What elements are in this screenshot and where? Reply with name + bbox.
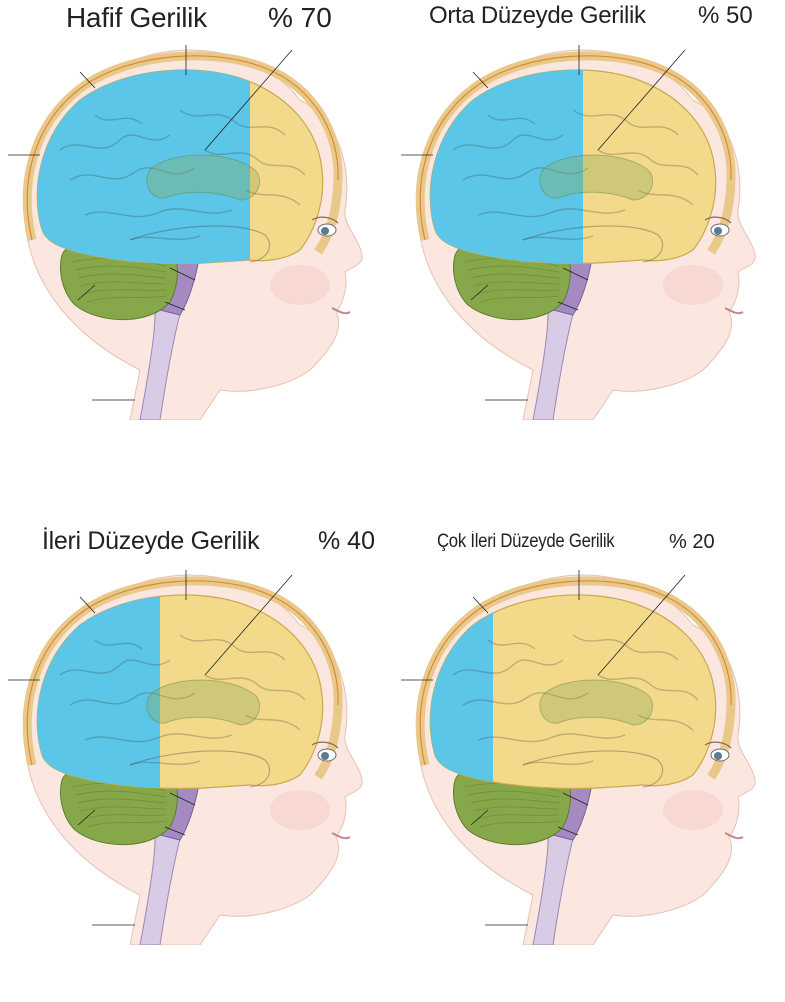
brain-illustration xyxy=(0,40,392,420)
panel-percent: % 40 xyxy=(318,527,375,556)
brain-illustration xyxy=(393,565,785,945)
iris xyxy=(321,227,329,235)
panel-very-advanced: Çok İleri Düzeyde Gerilik % 20 xyxy=(393,525,785,1002)
brain-illustration xyxy=(393,40,785,420)
panel-percent: % 20 xyxy=(669,531,715,554)
panel-title: Hafif Gerilik xyxy=(66,2,207,34)
cheek xyxy=(270,265,330,305)
iris xyxy=(714,227,722,235)
iris xyxy=(714,752,722,760)
panel-title: İleri Düzeyde Gerilik xyxy=(42,527,259,556)
cheek xyxy=(663,790,723,830)
iris xyxy=(321,752,329,760)
panel-title: Orta Düzeyde Gerilik xyxy=(429,2,646,30)
cheek xyxy=(663,265,723,305)
panel-percent: % 50 xyxy=(698,2,753,30)
brain-illustration xyxy=(0,565,392,945)
cortex-preserved xyxy=(393,565,493,945)
panel-mild: Hafif Gerilik % 70 xyxy=(0,0,392,477)
panel-title: Çok İleri Düzeyde Gerilik xyxy=(437,531,614,553)
cheek xyxy=(270,790,330,830)
panel-percent: % 70 xyxy=(268,2,332,34)
panel-moderate: Orta Düzeyde Gerilik % 50 xyxy=(393,0,785,477)
panel-advanced: İleri Düzeyde Gerilik % 40 xyxy=(0,525,392,1002)
